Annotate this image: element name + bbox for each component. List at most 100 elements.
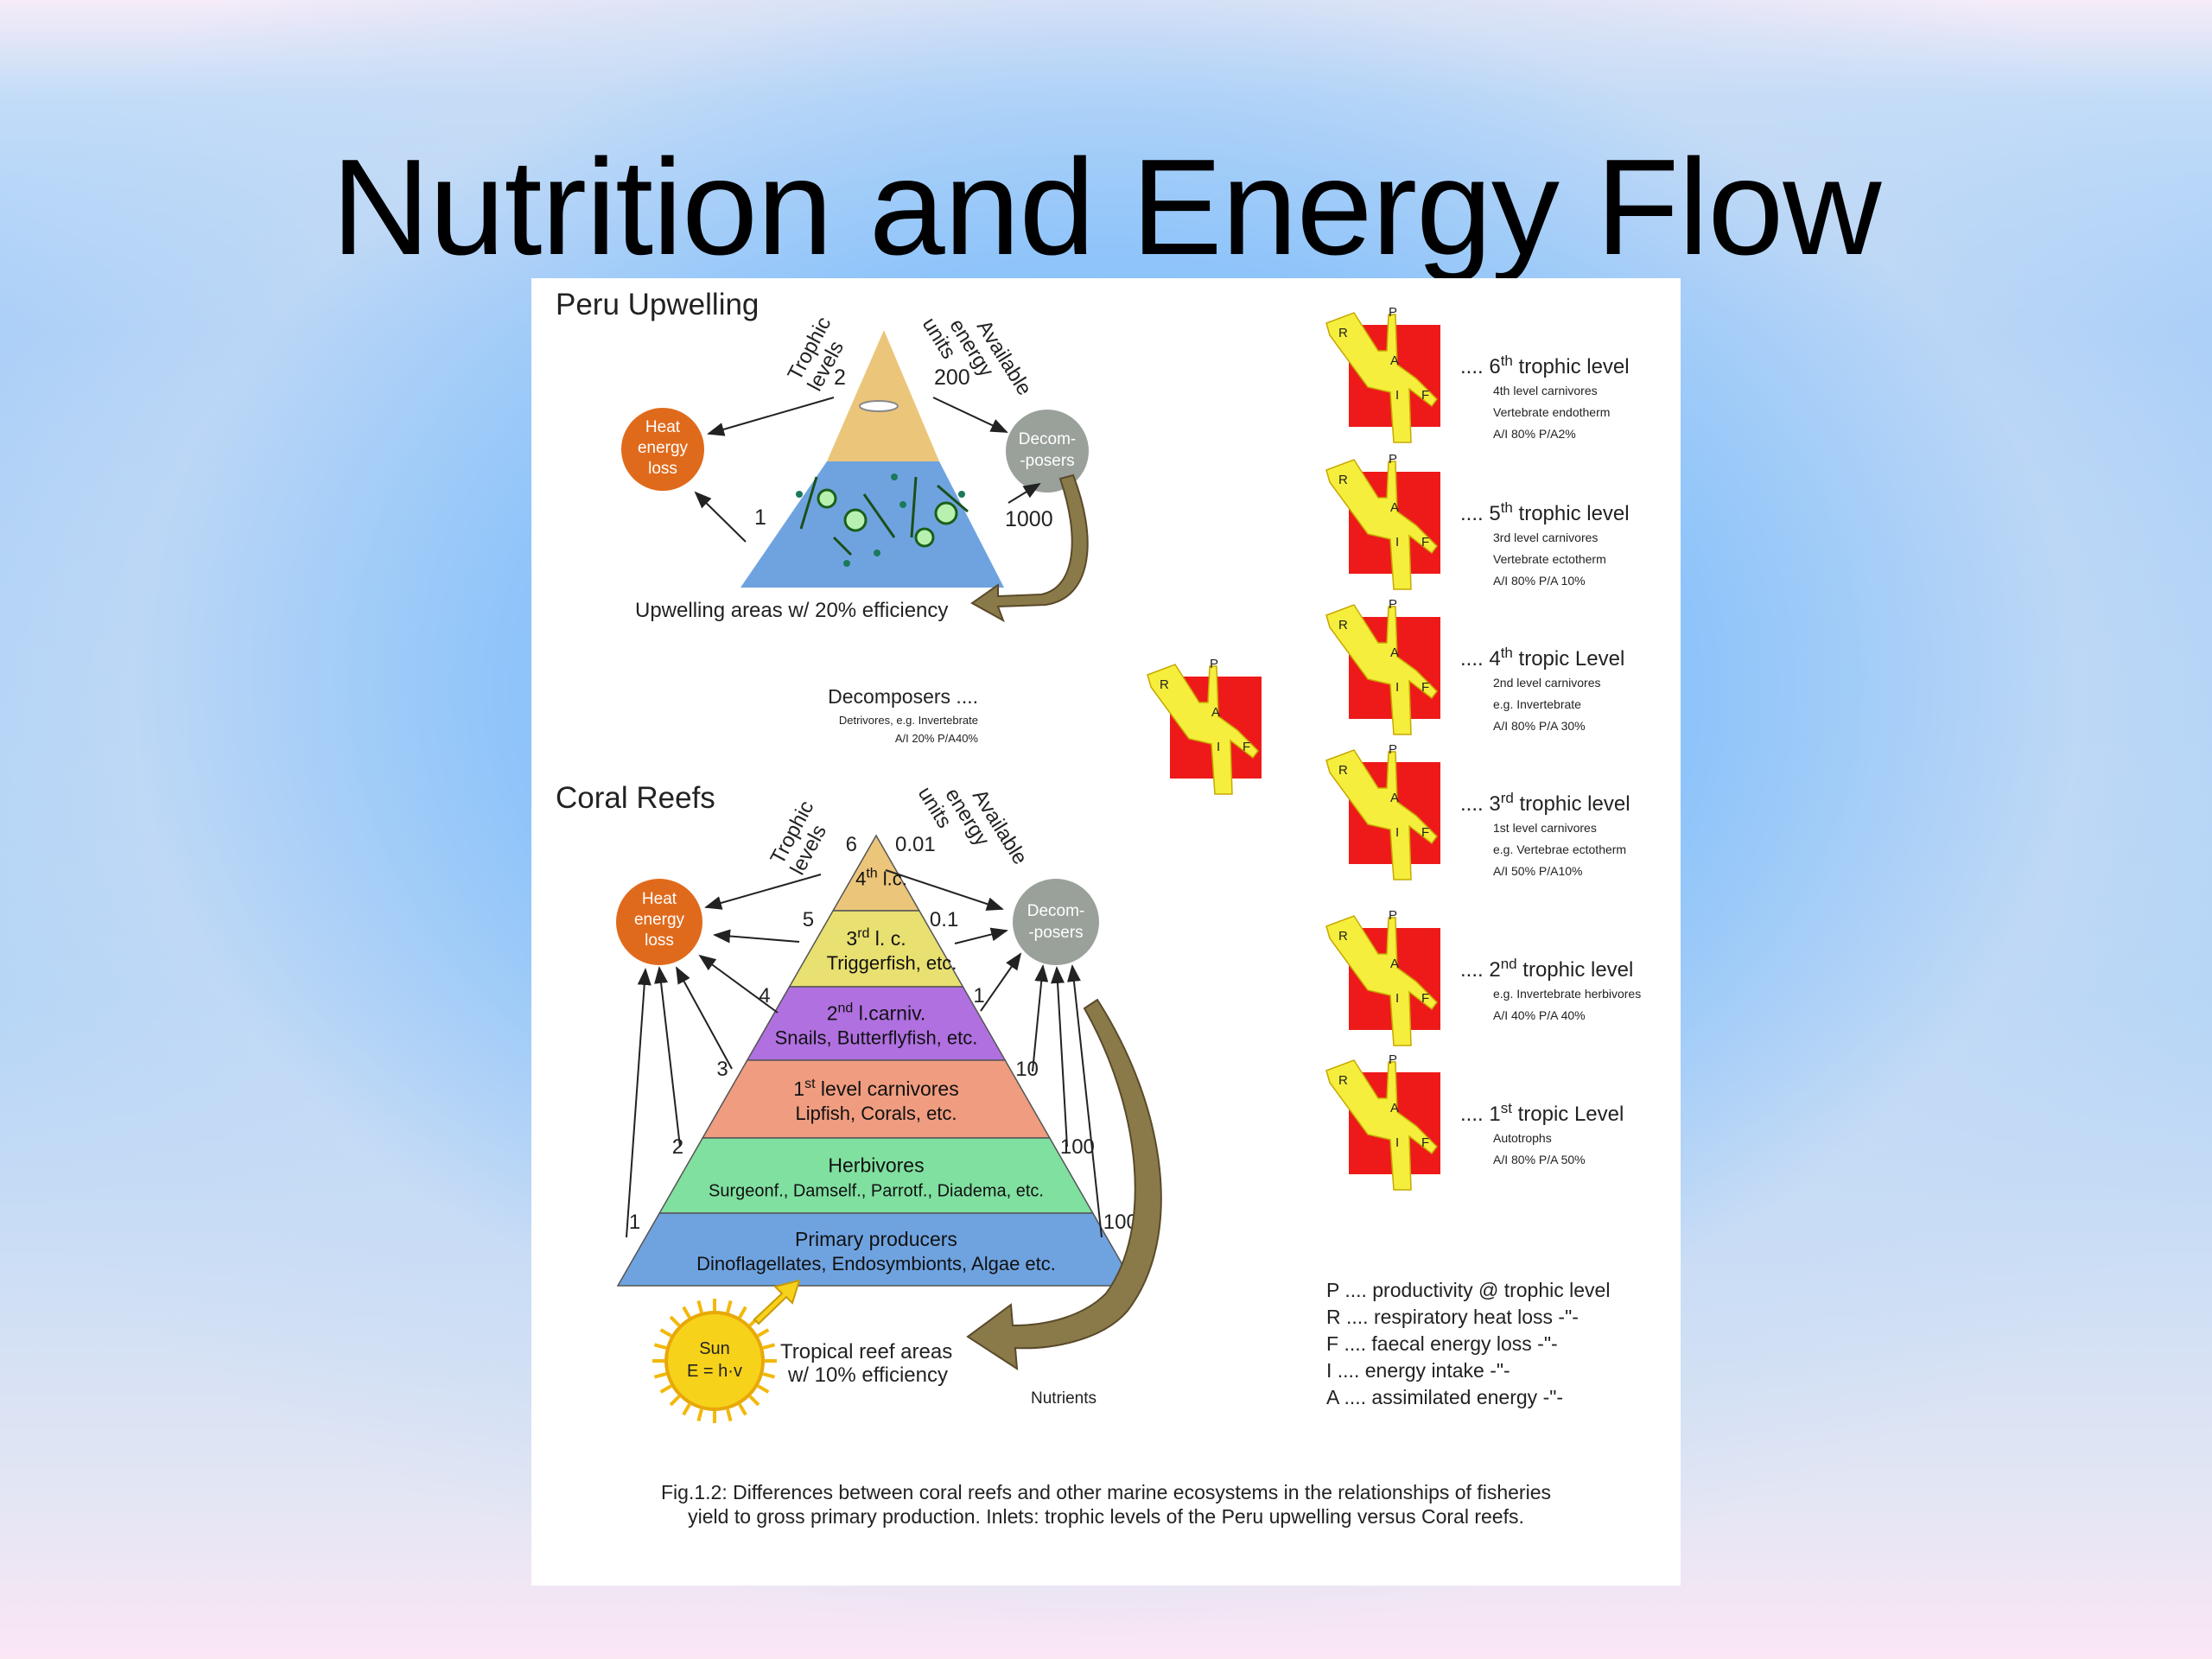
glyph-p-label: P: [1389, 452, 1397, 467]
peru-pyramid-bottom: [741, 461, 1004, 588]
glyph-i-label: I: [1395, 680, 1399, 695]
glyph-yellow-arrow: [1325, 1059, 1438, 1191]
sun-ray: [757, 1384, 770, 1394]
coral-energy-label: Availableenergyunits: [913, 759, 1032, 893]
nutrients-label: Nutrients: [1031, 1389, 1096, 1408]
sun-ray: [738, 1306, 747, 1319]
sun-icon: [652, 1299, 777, 1423]
trophic-level-title: .... 1st tropic Level: [1460, 1100, 1624, 1126]
glyph-p-label: P: [1389, 1052, 1397, 1067]
glyph-a-label: A: [1211, 705, 1220, 720]
glyph-r-label: R: [1338, 618, 1348, 632]
glyph-f-label: F: [1243, 740, 1250, 754]
glyph-i-label: I: [1395, 991, 1399, 1006]
figure-panel: Peru Upwelling Trophiclevels Availableen…: [531, 278, 1681, 1586]
glyph-yellow-arrow: [1325, 604, 1438, 735]
peru-decomposers-label: Decom--posers: [1019, 430, 1077, 470]
coral-level-number: 6: [846, 833, 857, 856]
legend-entry: A .... assimilated energy -"-: [1326, 1386, 1563, 1408]
glyph-a-label: A: [1390, 1101, 1399, 1116]
coral-energy-units: 10: [1015, 1058, 1039, 1081]
decomposers-glyph-group: Decomposers .... Detrivores, e.g. Invert…: [828, 657, 1262, 795]
glyph-yellow-arrow: [1325, 915, 1438, 1046]
decomposers-title: Decomposers ....: [828, 685, 978, 708]
peru-units-bottom: 1000: [1005, 507, 1053, 531]
coral-band-6-title: 4th l.c.: [855, 867, 907, 890]
coral-band-1-examples: Dinoflagellates, Endosymbionts, Algae et…: [696, 1253, 1056, 1274]
trophic-level-detail: Vertebrate ectotherm: [1493, 552, 1606, 566]
trophic-level-detail: e.g. Invertebrate: [1493, 697, 1581, 711]
glyph-yellow-arrow: [1325, 312, 1438, 443]
glyph-p-label: P: [1389, 742, 1397, 757]
coral-level-number: 1: [629, 1211, 640, 1234]
coral-band-2-title: Herbivores: [828, 1154, 924, 1177]
sun-ray: [726, 1408, 733, 1422]
particles-icon: [796, 474, 965, 567]
glyph-f-label: F: [1421, 388, 1429, 403]
coral-band-5-examples: Triggerfish, etc.: [827, 952, 957, 974]
coral-nutrient-arrow: [966, 998, 1162, 1370]
glyph-p-label: P: [1389, 305, 1397, 320]
coral-energy-units: 0.01: [895, 833, 936, 856]
glyph-r-label: R: [1338, 326, 1348, 340]
trophic-level-detail: 4th level carnivores: [1493, 384, 1598, 397]
glyph-r-label: R: [1338, 929, 1348, 944]
glyph-r-label: R: [1338, 763, 1348, 778]
slide-title: Nutrition and Energy Flow: [331, 131, 1882, 283]
coral-decomposers-label: Decom--posers: [1027, 902, 1085, 942]
peru-upwelling-panel: Peru Upwelling Trophiclevels Availableen…: [556, 288, 1089, 623]
glyph-i-label: I: [1395, 388, 1399, 403]
sun-ray: [757, 1328, 770, 1338]
coral-energy-units: 1: [973, 984, 984, 1007]
peru-units-top: 200: [934, 365, 970, 390]
coral-heading: Coral Reefs: [556, 781, 715, 815]
plankton-icon: [799, 476, 969, 556]
peru-pyramid-top: [827, 330, 939, 461]
legend: P .... productivity @ trophic level R ...…: [1326, 1279, 1610, 1408]
legend-entry: P .... productivity @ trophic level: [1326, 1279, 1610, 1301]
trophic-level-detail: A/I 50% P/A10%: [1493, 864, 1583, 878]
trophic-level-title: .... 4th tropic Level: [1460, 645, 1624, 671]
glyph-r-label: R: [1338, 473, 1348, 487]
coral-band-3-title: 1st level carnivores: [793, 1077, 958, 1100]
sun-ray: [682, 1306, 691, 1319]
coral-band-3-examples: Lipfish, Corals, etc.: [795, 1103, 957, 1124]
sun-ray: [653, 1372, 667, 1379]
glyph-i-label: I: [1395, 825, 1399, 840]
fish-icon: [859, 400, 899, 412]
coral-energy-units: 0.1: [930, 908, 958, 931]
legend-entry: R .... respiratory heat loss -"-: [1326, 1306, 1579, 1328]
trophic-level-detail: A/I 80% P/A 10%: [1493, 574, 1586, 588]
glyph-yellow-arrow: [1147, 664, 1259, 795]
glyph-yellow-arrow: [1325, 749, 1438, 880]
glyph-f-label: F: [1421, 825, 1429, 840]
glyph-a-label: A: [1390, 353, 1399, 368]
trophic-level-detail: 2nd level carnivores: [1493, 676, 1601, 690]
trophic-glyph-3: R P A I F: [1325, 742, 1440, 880]
figure-caption: Fig.1.2: Differences between coral reefs…: [661, 1481, 1551, 1528]
trophic-level-detail: e.g. Invertebrate herbivores: [1493, 987, 1641, 1001]
coral-heat-loss-circle: [616, 879, 702, 965]
trophic-level-title: .... 5th trophic level: [1460, 499, 1630, 525]
trophic-level-detail: A/I 80% P/A 50%: [1493, 1153, 1586, 1166]
peru-heading: Peru Upwelling: [556, 288, 759, 321]
glyph-p-label: P: [1210, 657, 1218, 671]
glyph-i-label: I: [1395, 535, 1399, 550]
glyph-a-label: A: [1390, 791, 1399, 805]
coral-band-2-examples: Surgeonf., Damself., Parrotf., Diadema, …: [709, 1182, 1044, 1201]
sun-ray: [762, 1372, 776, 1379]
glyph-f-label: F: [1421, 991, 1429, 1006]
decomposers-line1: Detrivores, e.g. Invertebrate: [839, 714, 978, 727]
trophic-level-title: .... 6th trophic level: [1460, 353, 1630, 378]
glyph-f-label: F: [1421, 680, 1429, 695]
coral-reefs-panel: Coral Reefs Trophiclevels Availableenerg…: [556, 759, 1162, 1423]
coral-level-number: 5: [803, 908, 814, 931]
trophic-glyph-6: R P A I F: [1325, 305, 1440, 443]
peru-heat-loss-circle: [621, 408, 704, 491]
peru-level-top: 2: [834, 365, 846, 390]
